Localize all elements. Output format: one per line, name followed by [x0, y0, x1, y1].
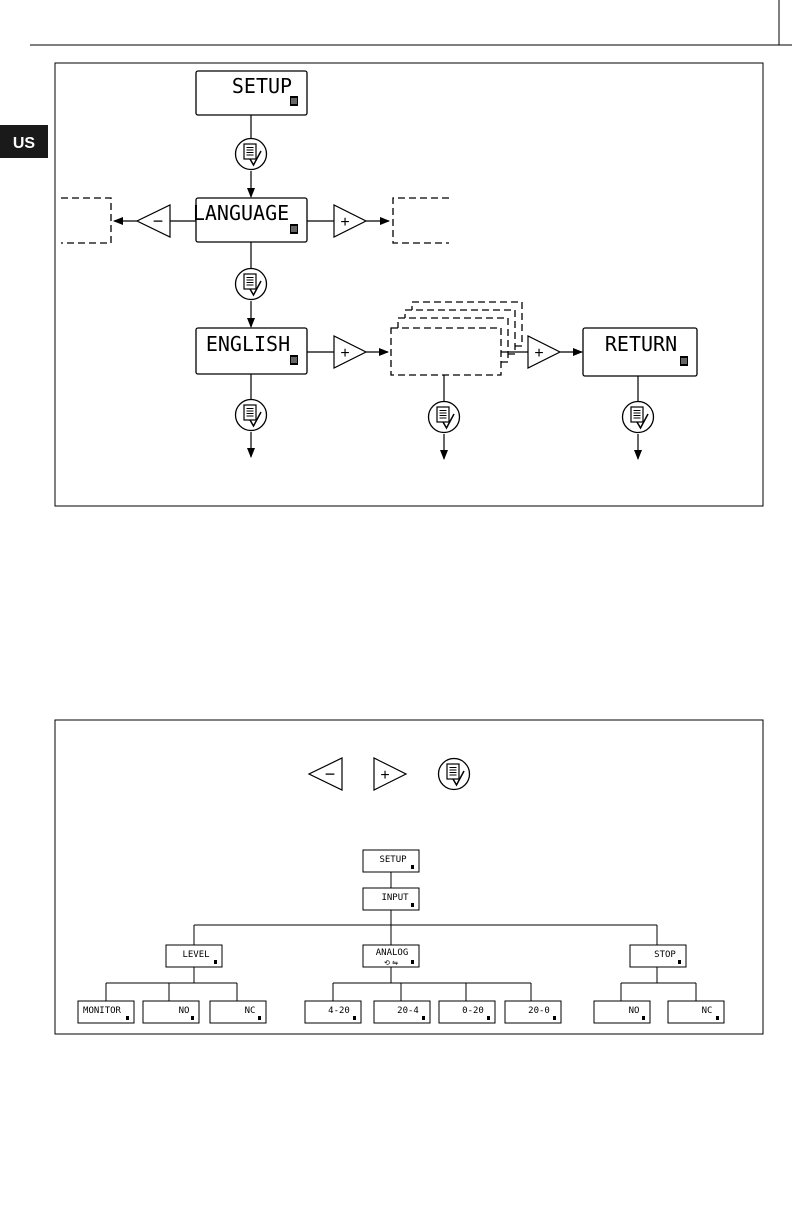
previous-language-placeholder [61, 198, 111, 243]
minus-symbol: − [153, 211, 164, 231]
analog-mode-icons: ⟲ ⇋ [384, 959, 398, 967]
analog-option-0-20: 0-20 [462, 1006, 484, 1016]
plus-symbol: + [380, 767, 389, 784]
return-display: RETURN [583, 328, 697, 376]
tree-level-label: LEVEL [182, 950, 209, 960]
menu-tree-frame [55, 720, 763, 1034]
level-option-no: NO [179, 1006, 190, 1016]
language-display-text: LANGUAGE [193, 201, 289, 225]
return-display-text: RETURN [605, 332, 677, 356]
lcd-indicator-icon [290, 224, 298, 234]
lcd-indicator-icon [290, 96, 298, 106]
lcd-indicator-icon [290, 355, 298, 365]
analog-option-20-4: 20-4 [397, 1006, 419, 1016]
plus-symbol: + [340, 214, 349, 231]
plus-arrow-icon[interactable] [374, 758, 406, 790]
lcd-indicator-icon [678, 960, 681, 964]
lcd-indicator-icon [353, 1016, 356, 1020]
level-option-display [143, 1001, 199, 1023]
plus-arrow-icon[interactable] [334, 336, 366, 368]
analog-option-4-20: 4-20 [328, 1006, 350, 1016]
lcd-indicator-icon [422, 1016, 425, 1020]
lcd-indicator-icon [126, 1016, 129, 1020]
lcd-indicator-icon [642, 1016, 645, 1020]
stop-option-display [668, 1001, 724, 1023]
plus-arrow-icon[interactable] [528, 336, 560, 368]
lcd-indicator-icon [258, 1016, 261, 1020]
plus-button[interactable]: + [334, 205, 366, 237]
plus-button[interactable]: + [334, 336, 366, 368]
stacked-language-display [391, 328, 501, 375]
stop-option-no: NO [629, 1006, 640, 1016]
plus-button[interactable]: + [528, 336, 560, 368]
tree-setup-label: SETUP [379, 855, 407, 865]
menu-button-icon[interactable] [236, 400, 267, 431]
menu-button-icon[interactable] [236, 139, 267, 170]
level-option-nc: NC [245, 1006, 256, 1016]
language-tab-label: US [13, 135, 36, 152]
lcd-indicator-icon [411, 960, 414, 964]
language-flow-diagram: SETUP LANGUAGE − + [55, 63, 763, 506]
stop-option-display [594, 1001, 650, 1023]
setup-display-text: SETUP [232, 74, 292, 98]
tree-stop-label: STOP [654, 950, 676, 960]
menu-button-icon[interactable] [236, 269, 267, 300]
lcd-indicator-icon [411, 865, 414, 869]
setup-display: SETUP [196, 71, 307, 115]
next-language-placeholder [393, 198, 449, 243]
language-tab: US [0, 125, 48, 158]
lcd-indicator-icon [487, 1016, 490, 1020]
plus-arrow-icon[interactable] [334, 205, 366, 237]
lcd-indicator-icon [716, 1016, 719, 1020]
menu-tree-diagram: − + SETUP INPUT LEVEL ANALOG ⟲ ⇋ [55, 720, 763, 1034]
english-display-text: ENGLISH [206, 332, 290, 356]
tree-input-label: INPUT [381, 893, 409, 903]
stop-option-nc: NC [702, 1006, 713, 1016]
other-languages-stack [391, 302, 522, 375]
menu-button-icon[interactable] [439, 759, 470, 790]
menu-button-icon[interactable] [623, 402, 654, 433]
lcd-indicator-icon [553, 1016, 556, 1020]
legend-plus-button[interactable]: + [374, 758, 406, 790]
legend-minus-button[interactable]: − [309, 758, 342, 790]
plus-symbol: + [534, 345, 543, 362]
english-display: ENGLISH [196, 328, 307, 374]
tree-analog-label: ANALOG [376, 948, 409, 958]
analog-option-20-0: 20-0 [528, 1006, 550, 1016]
lcd-indicator-icon [214, 960, 217, 964]
menu-button-icon[interactable] [429, 402, 460, 433]
plus-symbol: + [340, 345, 349, 362]
minus-button[interactable]: − [137, 205, 170, 237]
lcd-indicator-icon [411, 903, 414, 907]
level-option-display [210, 1001, 266, 1023]
lcd-indicator-icon [191, 1016, 194, 1020]
language-display: LANGUAGE [193, 198, 307, 242]
level-option-monitor: MONITOR [83, 1006, 122, 1016]
flow-diagram-frame [55, 63, 763, 506]
lcd-indicator-icon [680, 356, 688, 366]
minus-symbol: − [325, 764, 336, 784]
